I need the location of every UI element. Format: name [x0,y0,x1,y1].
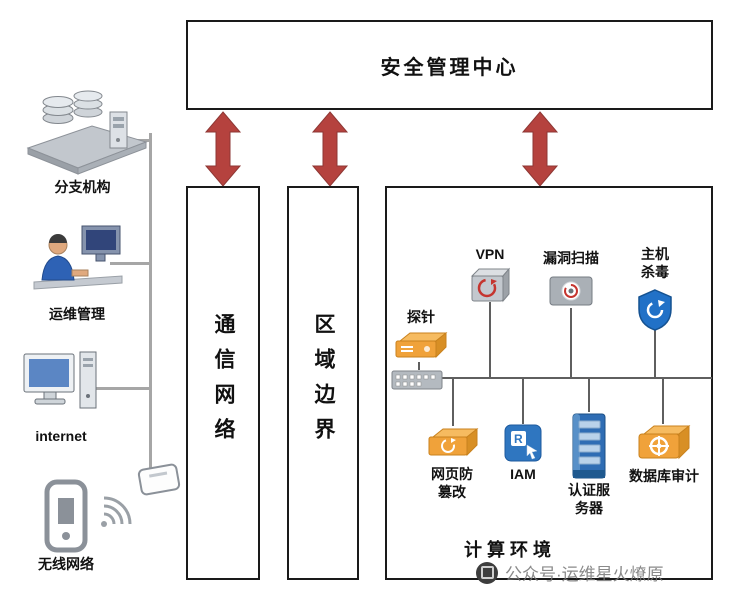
branch-servers-icon [26,90,148,175]
wifi-signal-icon [101,496,132,527]
watermark-logo-icon [476,561,498,584]
internet-label: internet [35,428,87,444]
dbaudit-drop-line [662,379,664,424]
security-management-center-box: 安全管理中心 [186,20,713,110]
iam-label: IAM [510,466,536,482]
operator-icon [33,225,123,290]
authserver-drop-line [588,379,590,412]
iam-icon: R [504,424,542,462]
auth-server-icon [572,413,606,479]
web-tamper-label: 网页防篡改 [431,466,473,500]
vpn-label: VPN [475,246,505,262]
wireless-label: 无线网络 [38,556,94,572]
switch-icon [391,370,443,390]
vpn-drop-line [489,302,491,377]
watermark: 公众号·运维星火燎原 [476,560,664,585]
antivirus-shield-icon [638,289,672,331]
web-tamper-icon [428,427,479,457]
desktop-icon [23,351,97,409]
branch-label: 分支机构 [54,179,111,195]
communication-network-box: 通信网络 [186,186,260,580]
left-trunk-line [149,133,152,483]
antivirus-label: 主机杀毒 [641,246,669,280]
lan-bus-line [441,377,712,379]
operator-label: 运维管理 [49,306,105,322]
communication-network-label: 通信网络 [212,313,235,453]
svg-text:R: R [514,432,523,446]
vpn-gateway-icon [470,267,510,303]
operator-connector [110,262,149,265]
area-boundary-label: 区域边界 [312,313,335,453]
auth-server-label: 认证服务器 [568,482,610,516]
mobile-icon [44,479,88,553]
scan-drop-line [570,308,572,377]
db-audit-label: 数据库审计 [629,468,699,484]
area-boundary-box: 区域边界 [287,186,359,580]
iam-drop-line [522,379,524,424]
vulnerability-scan-icon [549,276,593,306]
probe-switch-line [418,362,420,370]
flow-arrow-middle [311,111,349,187]
computing-environment-label: 计算环境 [464,540,556,560]
access-point-icon [136,462,182,497]
page-title: 安全管理中心 [380,56,519,79]
webtamper-drop-line [452,379,454,426]
flow-arrow-left [204,111,242,187]
scan-label: 漏洞扫描 [543,250,599,266]
flow-arrow-right [521,111,559,187]
probe-label: 探针 [407,309,435,325]
watermark-text: 公众号·运维星火燎原 [505,565,664,584]
db-audit-icon [638,424,691,460]
probe-icon [395,331,448,359]
antivirus-drop-line [654,330,656,377]
internet-connector [96,387,149,390]
